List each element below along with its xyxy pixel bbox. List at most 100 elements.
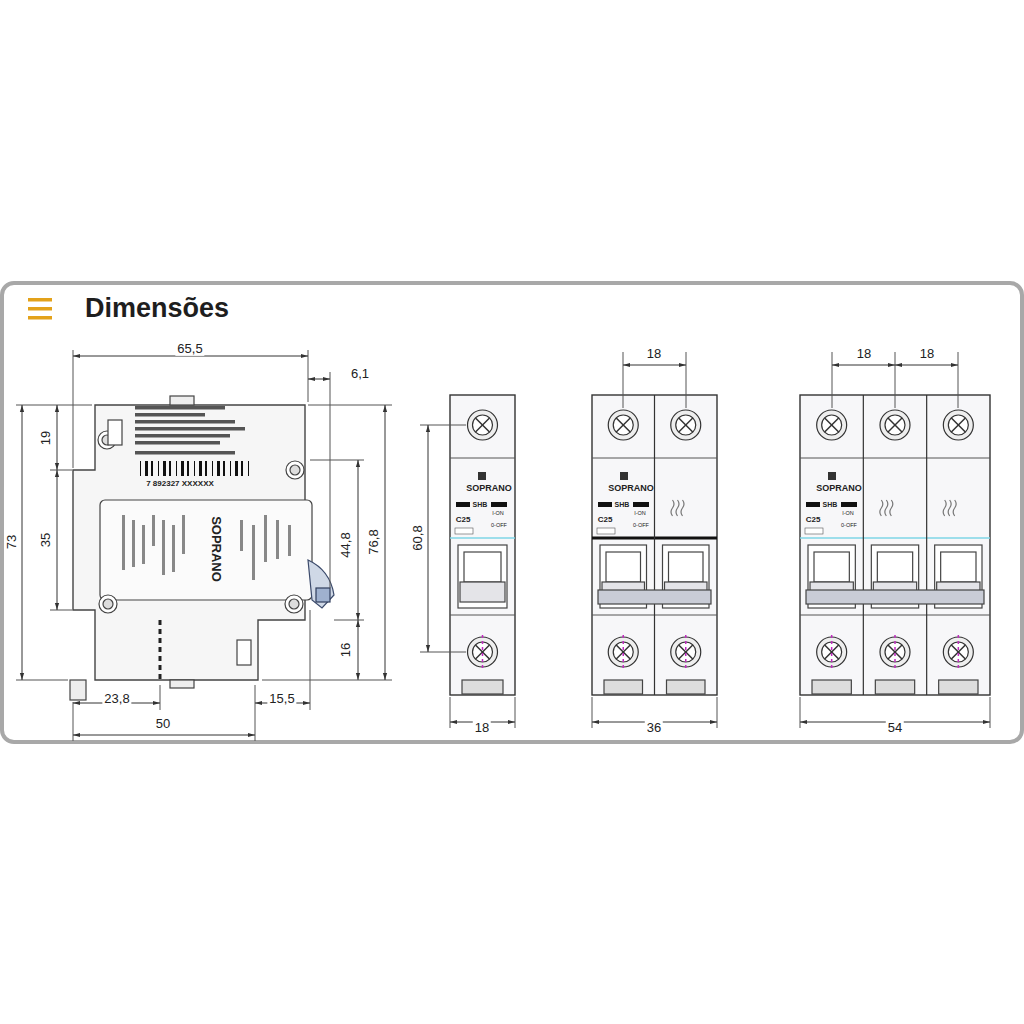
line — [825, 418, 839, 432]
rating-box — [805, 528, 823, 534]
line — [623, 352, 624, 408]
screw — [613, 415, 633, 435]
dimension-label: 44,8 — [339, 530, 353, 559]
fine-print — [288, 525, 291, 556]
screw — [468, 410, 498, 440]
tab — [170, 680, 194, 688]
print-label: SHB — [823, 501, 838, 509]
barcode — [176, 461, 177, 476]
dimension-label: 23,8 — [102, 692, 131, 706]
dimension-line — [22, 405, 23, 680]
line — [800, 458, 990, 459]
dimension-label: 18 — [473, 721, 491, 735]
line — [50, 470, 72, 471]
toggle — [460, 582, 505, 602]
screw — [880, 410, 910, 440]
print-label: SHB — [473, 501, 488, 509]
line — [73, 350, 74, 468]
fine-print — [152, 515, 155, 546]
print-label: C25 — [598, 516, 613, 525]
dimension-line — [57, 405, 58, 470]
dimension-label: 19 — [39, 429, 53, 447]
toggle — [606, 552, 641, 582]
line — [863, 395, 864, 695]
screw — [948, 415, 968, 435]
barcode — [151, 461, 153, 476]
print-label: C25 — [456, 516, 471, 525]
screw — [885, 415, 905, 435]
symbol — [681, 500, 684, 516]
tab — [170, 396, 194, 405]
barcode — [217, 461, 220, 476]
print-label: 0-OFF — [491, 522, 507, 528]
line — [951, 418, 965, 432]
line — [990, 697, 991, 728]
breaker-front — [592, 395, 717, 695]
line — [895, 352, 896, 408]
fine-print — [252, 525, 255, 580]
dimension-label: 50 — [154, 717, 172, 731]
print-label: I-ON — [842, 510, 854, 516]
line — [420, 652, 466, 653]
band — [806, 502, 820, 507]
print-label: 0-OFF — [633, 522, 649, 528]
fine-print — [182, 515, 185, 554]
dimension-label: 36 — [645, 721, 663, 735]
fine-print — [135, 441, 220, 445]
line — [50, 610, 72, 611]
line — [958, 635, 960, 670]
rivet — [286, 461, 304, 479]
barcode — [223, 461, 225, 476]
rivet — [290, 465, 300, 475]
window — [237, 640, 251, 665]
screw — [822, 415, 842, 435]
dimension-label: 6,1 — [349, 367, 371, 381]
breaker-front — [450, 395, 515, 695]
line — [476, 418, 490, 432]
line — [16, 680, 68, 681]
print-label: SHB — [615, 501, 630, 509]
screw — [817, 410, 847, 440]
clip — [812, 680, 851, 694]
band — [598, 502, 612, 507]
barcode — [187, 461, 189, 476]
dimension-line — [832, 365, 895, 366]
toggle — [669, 552, 704, 582]
fine-print — [240, 520, 243, 551]
barcode — [212, 461, 213, 476]
tie-bar — [806, 590, 984, 604]
fine-print — [162, 520, 165, 575]
dimension-line — [385, 405, 386, 680]
dimension-label: 15,5 — [267, 692, 296, 706]
line — [310, 460, 364, 461]
rivet — [103, 599, 113, 609]
line — [616, 418, 630, 432]
line — [515, 697, 516, 728]
logo-mark — [478, 472, 486, 480]
line — [308, 350, 309, 402]
print-label: SOPRANO — [816, 484, 862, 494]
band — [633, 502, 649, 507]
line — [159, 620, 162, 680]
line — [926, 395, 927, 695]
tie-bar — [598, 590, 711, 604]
dimension-line — [623, 365, 686, 366]
line — [800, 697, 801, 728]
logo-mark — [828, 472, 836, 480]
symbol — [880, 500, 883, 516]
barcode — [140, 461, 141, 476]
symbol — [948, 500, 951, 516]
fine-print — [132, 520, 135, 567]
print-label: 0-OFF — [841, 522, 857, 528]
toggle-knob — [316, 588, 330, 602]
line — [616, 418, 630, 432]
barcode — [145, 461, 148, 476]
print-label: C25 — [806, 516, 821, 525]
clip — [604, 680, 643, 694]
line — [450, 537, 515, 539]
screw — [608, 410, 638, 440]
fine-print — [122, 515, 125, 570]
screw — [676, 415, 696, 435]
line — [832, 352, 833, 408]
